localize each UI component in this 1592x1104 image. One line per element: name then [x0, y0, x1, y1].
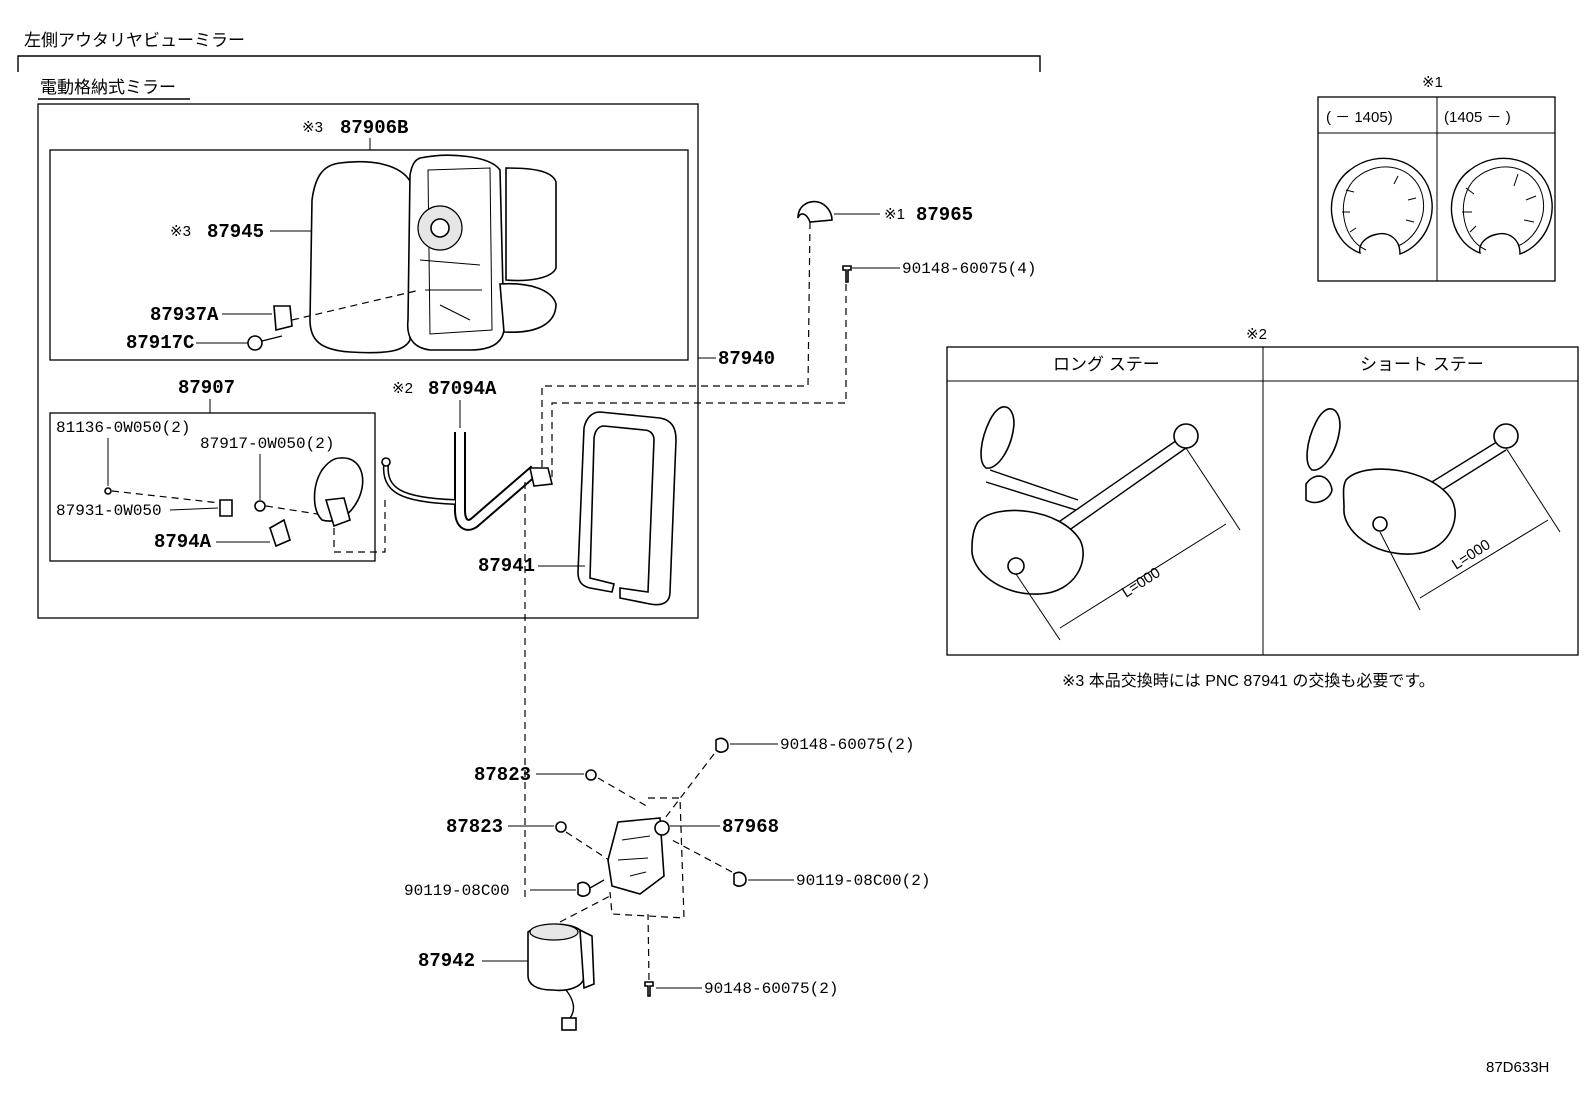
section-bracket	[17, 55, 1041, 72]
part-87907: 87907	[178, 377, 235, 399]
mirror-lower-lobe	[499, 282, 557, 333]
part-87917C: 87917C	[126, 332, 194, 354]
screw-87917C-shaft	[261, 335, 283, 342]
dash-motor	[559, 895, 611, 923]
dash-90148-2a	[661, 753, 715, 823]
part-8794A: 8794A	[154, 531, 212, 553]
marker-3-a: ※3	[302, 119, 323, 136]
part-87917-0W050: 87917-0W050(2)	[200, 435, 334, 453]
part-90119-08C00: 90119-08C00	[404, 882, 510, 900]
hinge-detail	[617, 835, 651, 877]
small-mirror-dash-box	[333, 500, 386, 553]
subsection-title: 電動格納式ミラー	[40, 78, 176, 97]
mirror-87907-box	[49, 412, 376, 562]
inset2-dim-left: L=000	[1119, 564, 1164, 601]
dash-route-90148	[551, 284, 847, 480]
part-87931-0W050: 87931-0W050	[56, 502, 162, 520]
part-87965: 87965	[916, 204, 973, 226]
nut-87917-0W050	[254, 500, 266, 512]
inset1-col-right: (1405 － )	[1444, 109, 1511, 126]
marker-2-a: ※2	[392, 380, 413, 397]
part-90148-60075-2b: 90148-60075(2)	[704, 980, 838, 998]
clip-87937A-dash	[291, 289, 421, 321]
section-title: 左側アウタリヤビューミラー	[24, 31, 245, 50]
marker-1-a: ※1	[884, 206, 905, 223]
motor-87942-side	[579, 928, 595, 990]
screw-87917C-head	[247, 335, 263, 351]
mirror-housing-rib	[419, 259, 482, 321]
washer-87823-b	[555, 821, 567, 833]
inset1-ring-left	[1330, 157, 1433, 255]
dash-87823-b	[565, 831, 613, 863]
part-87906B: 87906B	[340, 117, 408, 139]
part-87942: 87942	[418, 950, 475, 972]
leader-87931	[169, 507, 219, 511]
washer-87823-a	[585, 769, 597, 781]
mirror-sub-assembly-box	[49, 149, 689, 361]
part-87940: 87940	[718, 348, 775, 370]
inset2-col-right: ショート ステー	[1360, 355, 1484, 374]
stay-arm-87094A-fill	[384, 463, 456, 504]
part-87823-b: 87823	[446, 816, 503, 838]
cap-87965	[797, 200, 833, 223]
hinge-dash-box	[609, 797, 685, 919]
inset2-col-left: ロング ステー	[1053, 355, 1160, 374]
dash-87823-a	[597, 777, 651, 809]
mirror-housing-inner	[427, 167, 493, 335]
part-87937A: 87937A	[150, 304, 219, 326]
hinge-pivot	[654, 820, 670, 836]
bracket-87931	[219, 499, 233, 517]
mirror-actuator-center	[430, 218, 450, 238]
part-90148-60075-2a: 90148-60075(2)	[780, 736, 914, 754]
stay-end-ball	[381, 457, 391, 467]
inset2-dim-right: L=000	[1449, 536, 1494, 573]
small-mirror-87907	[313, 457, 364, 522]
inset1-col-left: ( － 1405)	[1326, 109, 1393, 126]
bracket-8794A	[269, 518, 291, 548]
part-87945: 87945	[207, 221, 264, 243]
clip-87937A	[273, 305, 293, 332]
inset2-marker: ※2	[1246, 326, 1267, 343]
motor-87942-top	[529, 923, 579, 941]
bolt-90148-4	[842, 265, 852, 283]
hinge-bracket-87968	[607, 817, 665, 895]
main-assembly-box	[37, 103, 699, 619]
part-87823-a: 87823	[474, 764, 531, 786]
mirror-back-shell	[505, 167, 557, 282]
inset2-short-stay-drawing: L=000	[1305, 408, 1561, 611]
frame-87941-outer	[577, 411, 677, 606]
marker-3-b: ※3	[170, 223, 191, 240]
note-3: ※3 本品交換時には PNC 87941 の交換も必要です。	[1062, 672, 1435, 690]
motor-connector	[561, 1017, 577, 1031]
dash-90148-2b	[647, 913, 650, 981]
stay-87094A-fill	[456, 432, 538, 529]
mirror-glass-87945	[309, 160, 413, 354]
bolt-90148-2a	[715, 737, 729, 753]
stay-arm-87094A	[382, 463, 456, 505]
mirror-housing	[406, 154, 505, 351]
inset1-marker: ※1	[1422, 74, 1443, 91]
motor-wire	[565, 989, 575, 1019]
bolt-90119	[577, 881, 591, 897]
part-81136-0W050: 81136-0W050(2)	[56, 419, 190, 437]
bolt-90119-shaft	[589, 879, 605, 889]
inset2-long-stay-drawing: L=000	[971, 406, 1241, 641]
part-87941: 87941	[478, 555, 535, 577]
bolt-90119-2	[733, 871, 747, 887]
screw-81136	[104, 487, 112, 495]
part-90148-60075-4: 90148-60075(4)	[902, 260, 1036, 278]
stay-base	[529, 467, 553, 487]
part-90119-08C00-2: 90119-08C00(2)	[796, 872, 930, 890]
dash-route-87965	[541, 221, 811, 470]
figure-id: 87D633H	[1486, 1059, 1549, 1076]
small-mirror-mount	[324, 497, 351, 528]
bolt-90148-2b	[644, 981, 654, 997]
part-87968: 87968	[722, 816, 779, 838]
dash-81136	[111, 490, 221, 504]
inset1-ring-right	[1450, 157, 1553, 255]
part-87094A: 87094A	[428, 378, 497, 400]
